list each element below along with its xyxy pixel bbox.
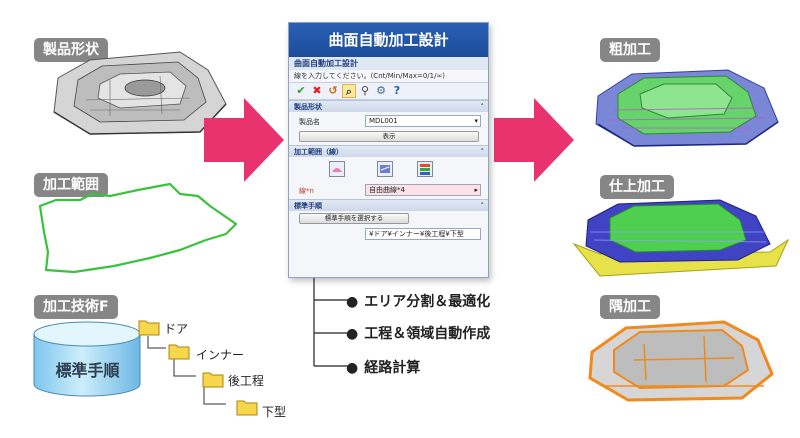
folder-icon bbox=[202, 370, 224, 392]
collapse-chevron-icon[interactable]: ˄ bbox=[480, 148, 485, 156]
undo-icon[interactable]: ↺ bbox=[328, 84, 338, 97]
dialog-subtitle: 曲面自動加工設計 bbox=[289, 57, 488, 70]
search-icon[interactable]: ⚲ bbox=[360, 84, 370, 97]
gear-icon[interactable]: ⚙ bbox=[376, 84, 386, 97]
input-arrow bbox=[204, 98, 284, 182]
section-product-shape[interactable]: 製品形状˄ bbox=[289, 100, 488, 112]
tree-item-inner[interactable]: インナー bbox=[196, 348, 245, 362]
tree-item-lower-die[interactable]: 下型 bbox=[262, 405, 287, 419]
bullet-area-split: エリア分割＆最適化 bbox=[346, 291, 490, 311]
ok-check-icon[interactable]: ✔ bbox=[296, 84, 306, 97]
layer-pick-icon[interactable] bbox=[417, 161, 433, 177]
product-name-select[interactable]: MDL001 ▾ bbox=[365, 115, 481, 127]
display-row: 表示 bbox=[289, 130, 488, 145]
folder-icon bbox=[138, 318, 160, 340]
line-label: 線*n bbox=[299, 187, 314, 195]
folder-icon bbox=[236, 398, 258, 420]
output-arrow bbox=[494, 98, 574, 182]
tree-item-door[interactable]: ドア bbox=[164, 322, 189, 336]
product-name-row: 製品名 MDL001 ▾ bbox=[289, 112, 488, 130]
folder-tree-lines bbox=[147, 336, 226, 405]
section-standard-procedure[interactable]: 標準手順˄ bbox=[289, 199, 488, 211]
auto-machining-dialog: 曲面自動加工設計 曲面自動加工設計 線を入力してください。(Cnt/Min/Ma… bbox=[288, 22, 489, 278]
display-button[interactable]: 表示 bbox=[299, 131, 479, 142]
section-machining-range[interactable]: 加工範囲（線）˄ bbox=[289, 145, 488, 157]
tree-item-post-process[interactable]: 後工程 bbox=[228, 374, 265, 388]
input-hint: 線を入力してください。(Cnt/Min/Max=0/1/∞) bbox=[294, 72, 446, 80]
cancel-x-icon[interactable]: ✖ bbox=[312, 84, 322, 97]
standard-procedure-label: 標準手順 bbox=[55, 361, 120, 380]
line-input[interactable]: 自由曲線*4 ▸ bbox=[365, 184, 481, 196]
line-row: 線*n 自由曲線*4 ▸ bbox=[289, 181, 488, 199]
machining-tech-f-tag: 加工技術F bbox=[34, 295, 118, 319]
product-name-label: 製品名 bbox=[299, 118, 320, 126]
bullet-path-calc: 経路計算 bbox=[346, 357, 420, 377]
curve-pick-icon[interactable] bbox=[377, 161, 393, 177]
finish-machining-tag: 仕上加工 bbox=[600, 175, 674, 199]
machining-range-tag: 加工範囲 bbox=[34, 173, 108, 197]
rough-machining-tag: 粗加工 bbox=[600, 38, 660, 62]
procedure-button-row: 標準手順を選択する bbox=[289, 211, 488, 226]
product-shape-model bbox=[53, 51, 227, 135]
range-icons-row bbox=[289, 157, 488, 181]
collapse-chevron-icon[interactable]: ˄ bbox=[480, 103, 485, 111]
product-shape-tag: 製品形状 bbox=[34, 38, 108, 62]
help-icon[interactable]: ? bbox=[393, 84, 401, 97]
bullet-connector bbox=[313, 278, 348, 367]
select-procedure-button[interactable]: 標準手順を選択する bbox=[299, 213, 409, 224]
collapse-chevron-icon[interactable]: ˄ bbox=[480, 202, 485, 210]
folder-icon bbox=[168, 342, 190, 364]
rough-machining-model bbox=[595, 69, 779, 147]
finish-machining-model bbox=[572, 199, 790, 277]
corner-machining-tag: 隅加工 bbox=[600, 295, 660, 319]
surface-pick-icon[interactable] bbox=[329, 161, 345, 177]
machining-range-outline bbox=[38, 182, 238, 274]
bullet-process-auto: 工程＆領域自動作成 bbox=[346, 323, 490, 343]
dialog-title: 曲面自動加工設計 bbox=[289, 23, 488, 57]
expand-arrow-icon: ▸ bbox=[474, 186, 478, 194]
dropdown-arrow-icon: ▾ bbox=[474, 117, 478, 125]
select-icon[interactable]: ⌕ bbox=[342, 84, 356, 98]
procedure-path-field: ¥ドア¥インナー¥後工程¥下型 bbox=[365, 228, 481, 240]
dialog-toolbar: ✔ ✖ ↺ ⌕ ⚲ ⚙ ? bbox=[289, 82, 488, 100]
standard-procedure-cylinder bbox=[33, 321, 141, 397]
procedure-path-row: ¥ドア¥インナー¥後工程¥下型 bbox=[289, 226, 488, 242]
corner-machining-model bbox=[588, 320, 774, 402]
